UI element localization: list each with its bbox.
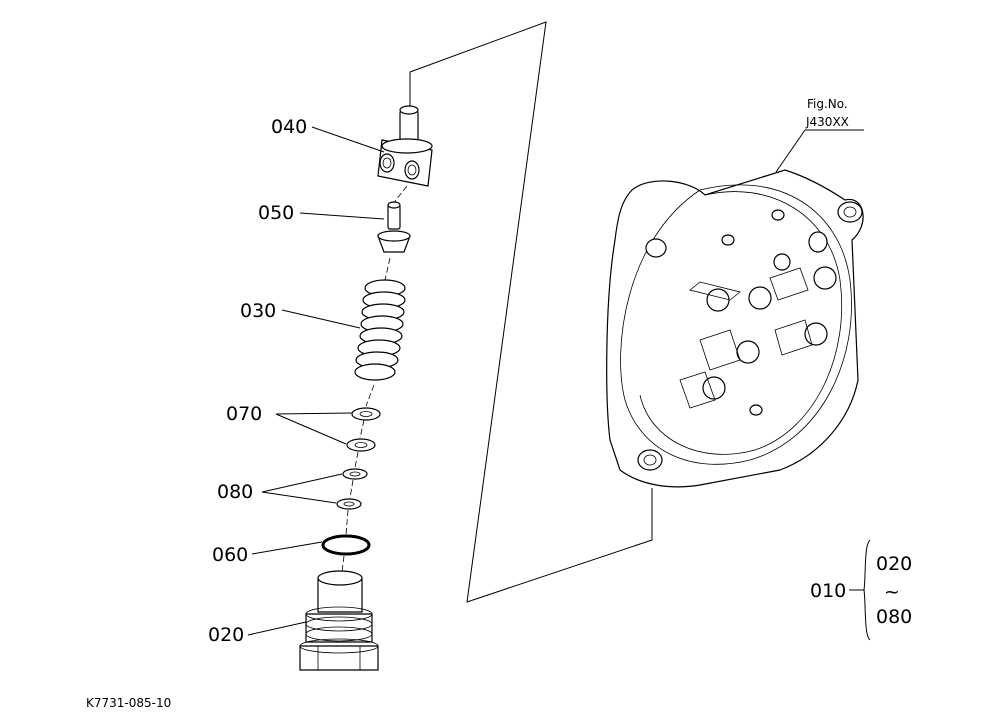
part-080-shims [336, 468, 368, 510]
part-030-spring [354, 279, 406, 381]
fig-number: J430XX [805, 115, 849, 129]
part-050-poppet [377, 201, 411, 253]
callout-030: 030 [240, 300, 276, 322]
part-070-washers [346, 407, 381, 452]
leader-lines [247, 126, 864, 636]
fig-label: Fig.No. [807, 97, 848, 111]
assembly-outline [409, 21, 653, 603]
center-axis [341, 185, 408, 573]
callout-020: 020 [208, 624, 244, 646]
callout-040: 040 [271, 116, 307, 138]
callout-080: 080 [217, 481, 253, 503]
part-040-valve-body [377, 105, 433, 187]
callout-050: 050 [258, 202, 294, 224]
assembly-range-tilde: ~ [884, 581, 900, 603]
part-060-o-ring [321, 534, 371, 556]
assembly-parent-label: 010 [810, 580, 846, 602]
assembly-range-end: 080 [876, 606, 912, 628]
assembly-range-start: 020 [876, 553, 912, 575]
assembly-bracket [863, 539, 871, 641]
part-020-plug [299, 570, 379, 671]
drawing-code: K7731-085-10 [86, 696, 171, 710]
housing-assembly [606, 169, 864, 488]
callout-060: 060 [212, 544, 248, 566]
callout-070: 070 [226, 403, 262, 425]
